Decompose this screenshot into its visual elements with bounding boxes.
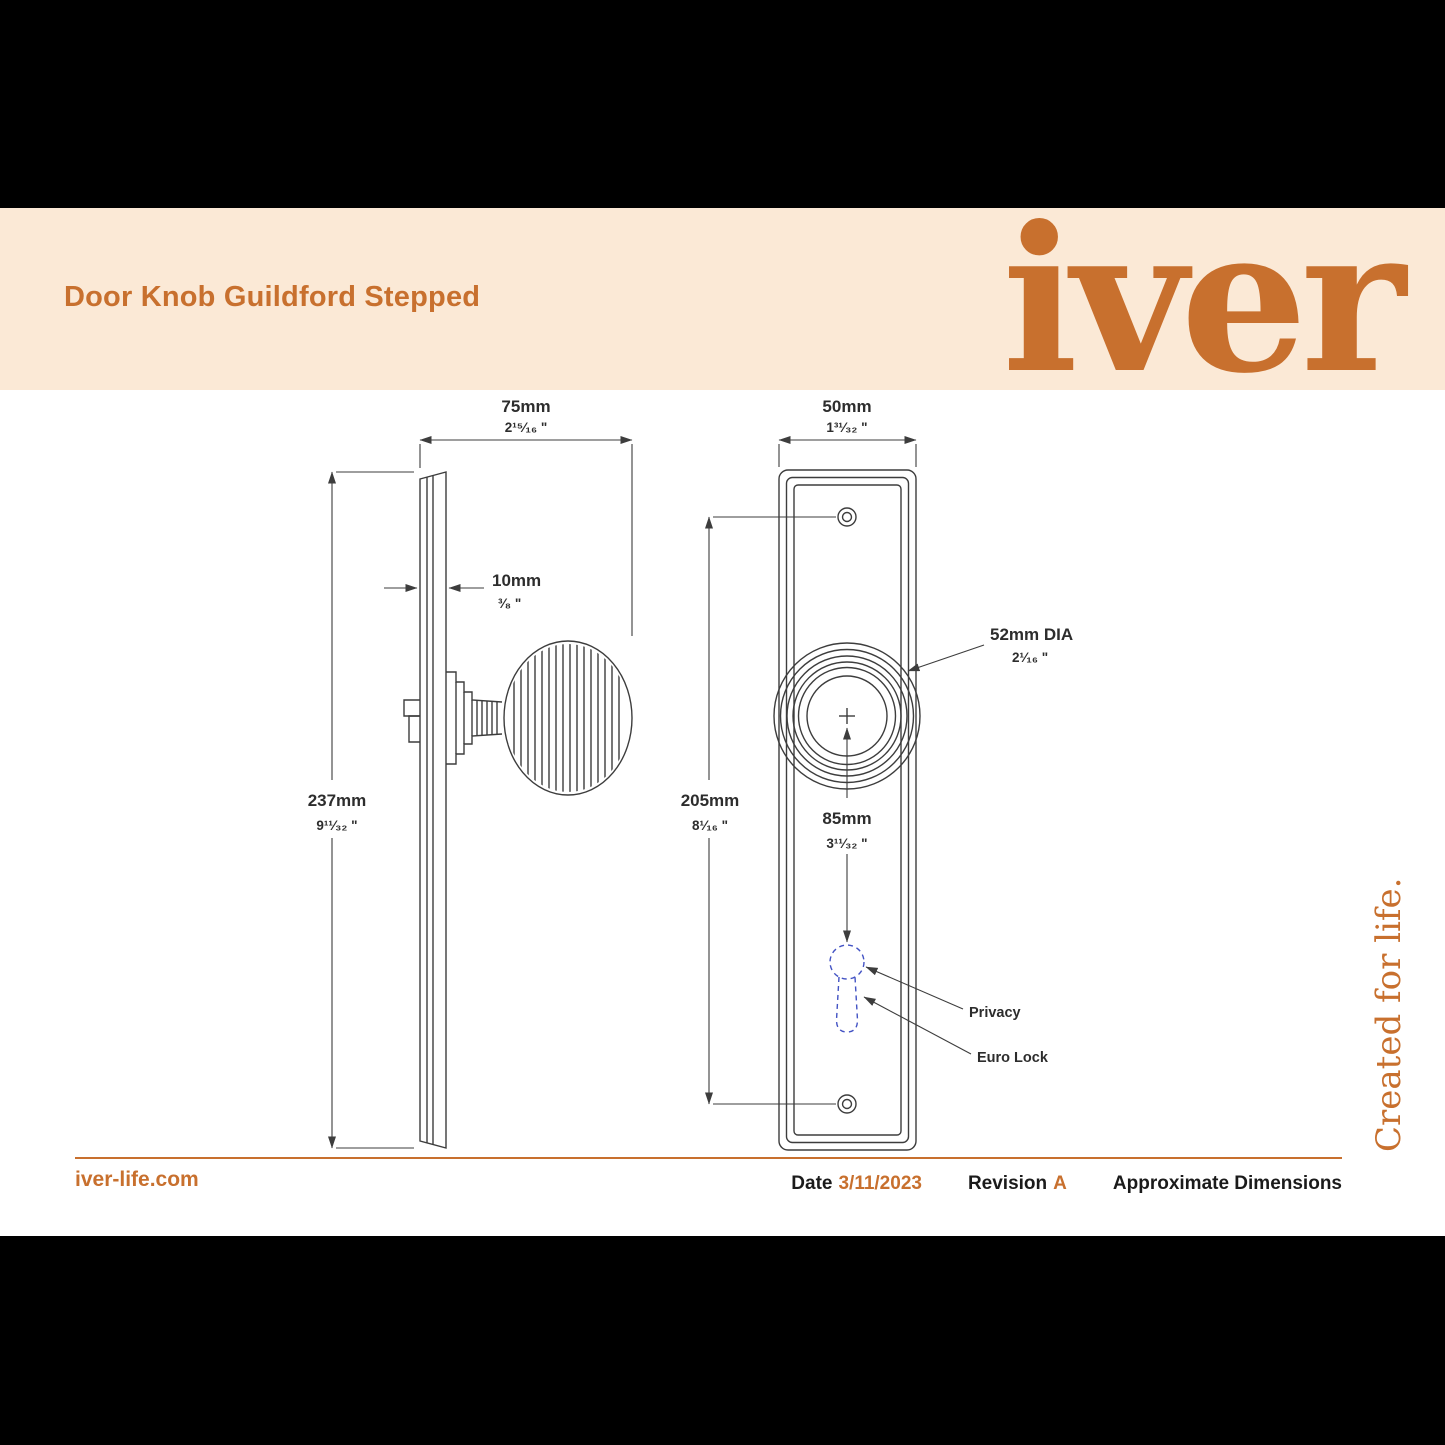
side-view: 75mm 2¹⁵⁄₁₆ " 10mm ³⁄₈ " 237mm: [296, 397, 633, 1149]
website-link[interactable]: iver-life.com: [75, 1168, 199, 1191]
dim-plate-width-mm: 50mm: [822, 397, 871, 416]
dim-plate-height-mm: 237mm: [308, 791, 367, 810]
dim-plate-thickness: 10mm ³⁄₈ ": [384, 571, 541, 611]
dim-thickness-mm: 10mm: [492, 571, 541, 590]
side-knob-ball: [503, 640, 633, 796]
dim-centre-to-cylinder: 85mm 3¹¹⁄₃₂ ": [808, 727, 886, 943]
page-title: Door Knob Guildford Stepped: [64, 281, 481, 313]
iver-logo: iver: [1002, 183, 1406, 418]
dim-projection-mm: 75mm: [501, 397, 550, 416]
date-label: Date: [791, 1173, 833, 1194]
dim-projection: 75mm 2¹⁵⁄₁₆ ": [419, 397, 633, 636]
euro-lock-label: Euro Lock: [977, 1050, 1049, 1066]
dim-knob-dia-inch: 2¹⁄₁₆ ": [1012, 650, 1048, 665]
dim-screw-centres-mm: 205mm: [681, 791, 740, 810]
dim-centre-cylinder-inch: 3¹¹⁄₃₂ ": [826, 836, 867, 851]
dim-knob-diameter: 52mm DIA 2¹⁄₁₆ ": [907, 625, 1073, 672]
tagline: Created for life.: [1369, 877, 1409, 1152]
side-backplate: [403, 471, 447, 1149]
dim-thickness-inch: ³⁄₈ ": [498, 596, 521, 611]
screw-top: [837, 507, 857, 527]
dim-plate-height: 237mm 9¹¹⁄₃₂ ": [296, 471, 414, 1149]
dimensions-note: Approximate Dimensions: [1112, 1173, 1342, 1194]
dim-knob-dia-mm: 52mm DIA: [990, 625, 1073, 644]
dim-screw-centres: 205mm 8¹⁄₁₆ ": [670, 516, 836, 1105]
technical-drawing: 75mm 2¹⁵⁄₁₆ " 10mm ³⁄₈ " 237mm: [296, 397, 1073, 1151]
dim-projection-inch: 2¹⁵⁄₁₆ ": [505, 420, 547, 435]
euro-cylinder-outline: [829, 944, 865, 1033]
date-value: 3/11/2023: [838, 1173, 922, 1194]
front-backplate: [778, 469, 917, 1151]
front-view: 50mm 1³¹⁄₃₂ " 205mm 8¹⁄₁₆ " 85mm: [670, 397, 1073, 1151]
footer-rule: [75, 1157, 1342, 1159]
side-knob-rose: [446, 671, 503, 765]
header-band: Door Knob Guildford Stepped iver: [0, 183, 1445, 418]
drawing-sheet: 75mm 2¹⁵⁄₁₆ " 10mm ³⁄₈ " 237mm: [0, 390, 1445, 1236]
screw-bottom: [837, 1094, 857, 1114]
privacy-label: Privacy: [969, 1005, 1021, 1021]
revision-value: A: [1053, 1173, 1067, 1194]
dim-plate-width: 50mm 1³¹⁄₃₂ ": [778, 397, 917, 467]
dim-plate-width-inch: 1³¹⁄₃₂ ": [826, 420, 867, 435]
revision-label: Revision: [967, 1173, 1048, 1194]
euro-lock-callout: Euro Lock: [863, 996, 1049, 1066]
dim-screw-centres-inch: 8¹⁄₁₆ ": [692, 818, 728, 833]
dim-plate-height-inch: 9¹¹⁄₃₂ ": [316, 818, 357, 833]
dim-centre-cylinder-mm: 85mm: [822, 809, 871, 828]
privacy-callout: Privacy: [865, 966, 1021, 1021]
